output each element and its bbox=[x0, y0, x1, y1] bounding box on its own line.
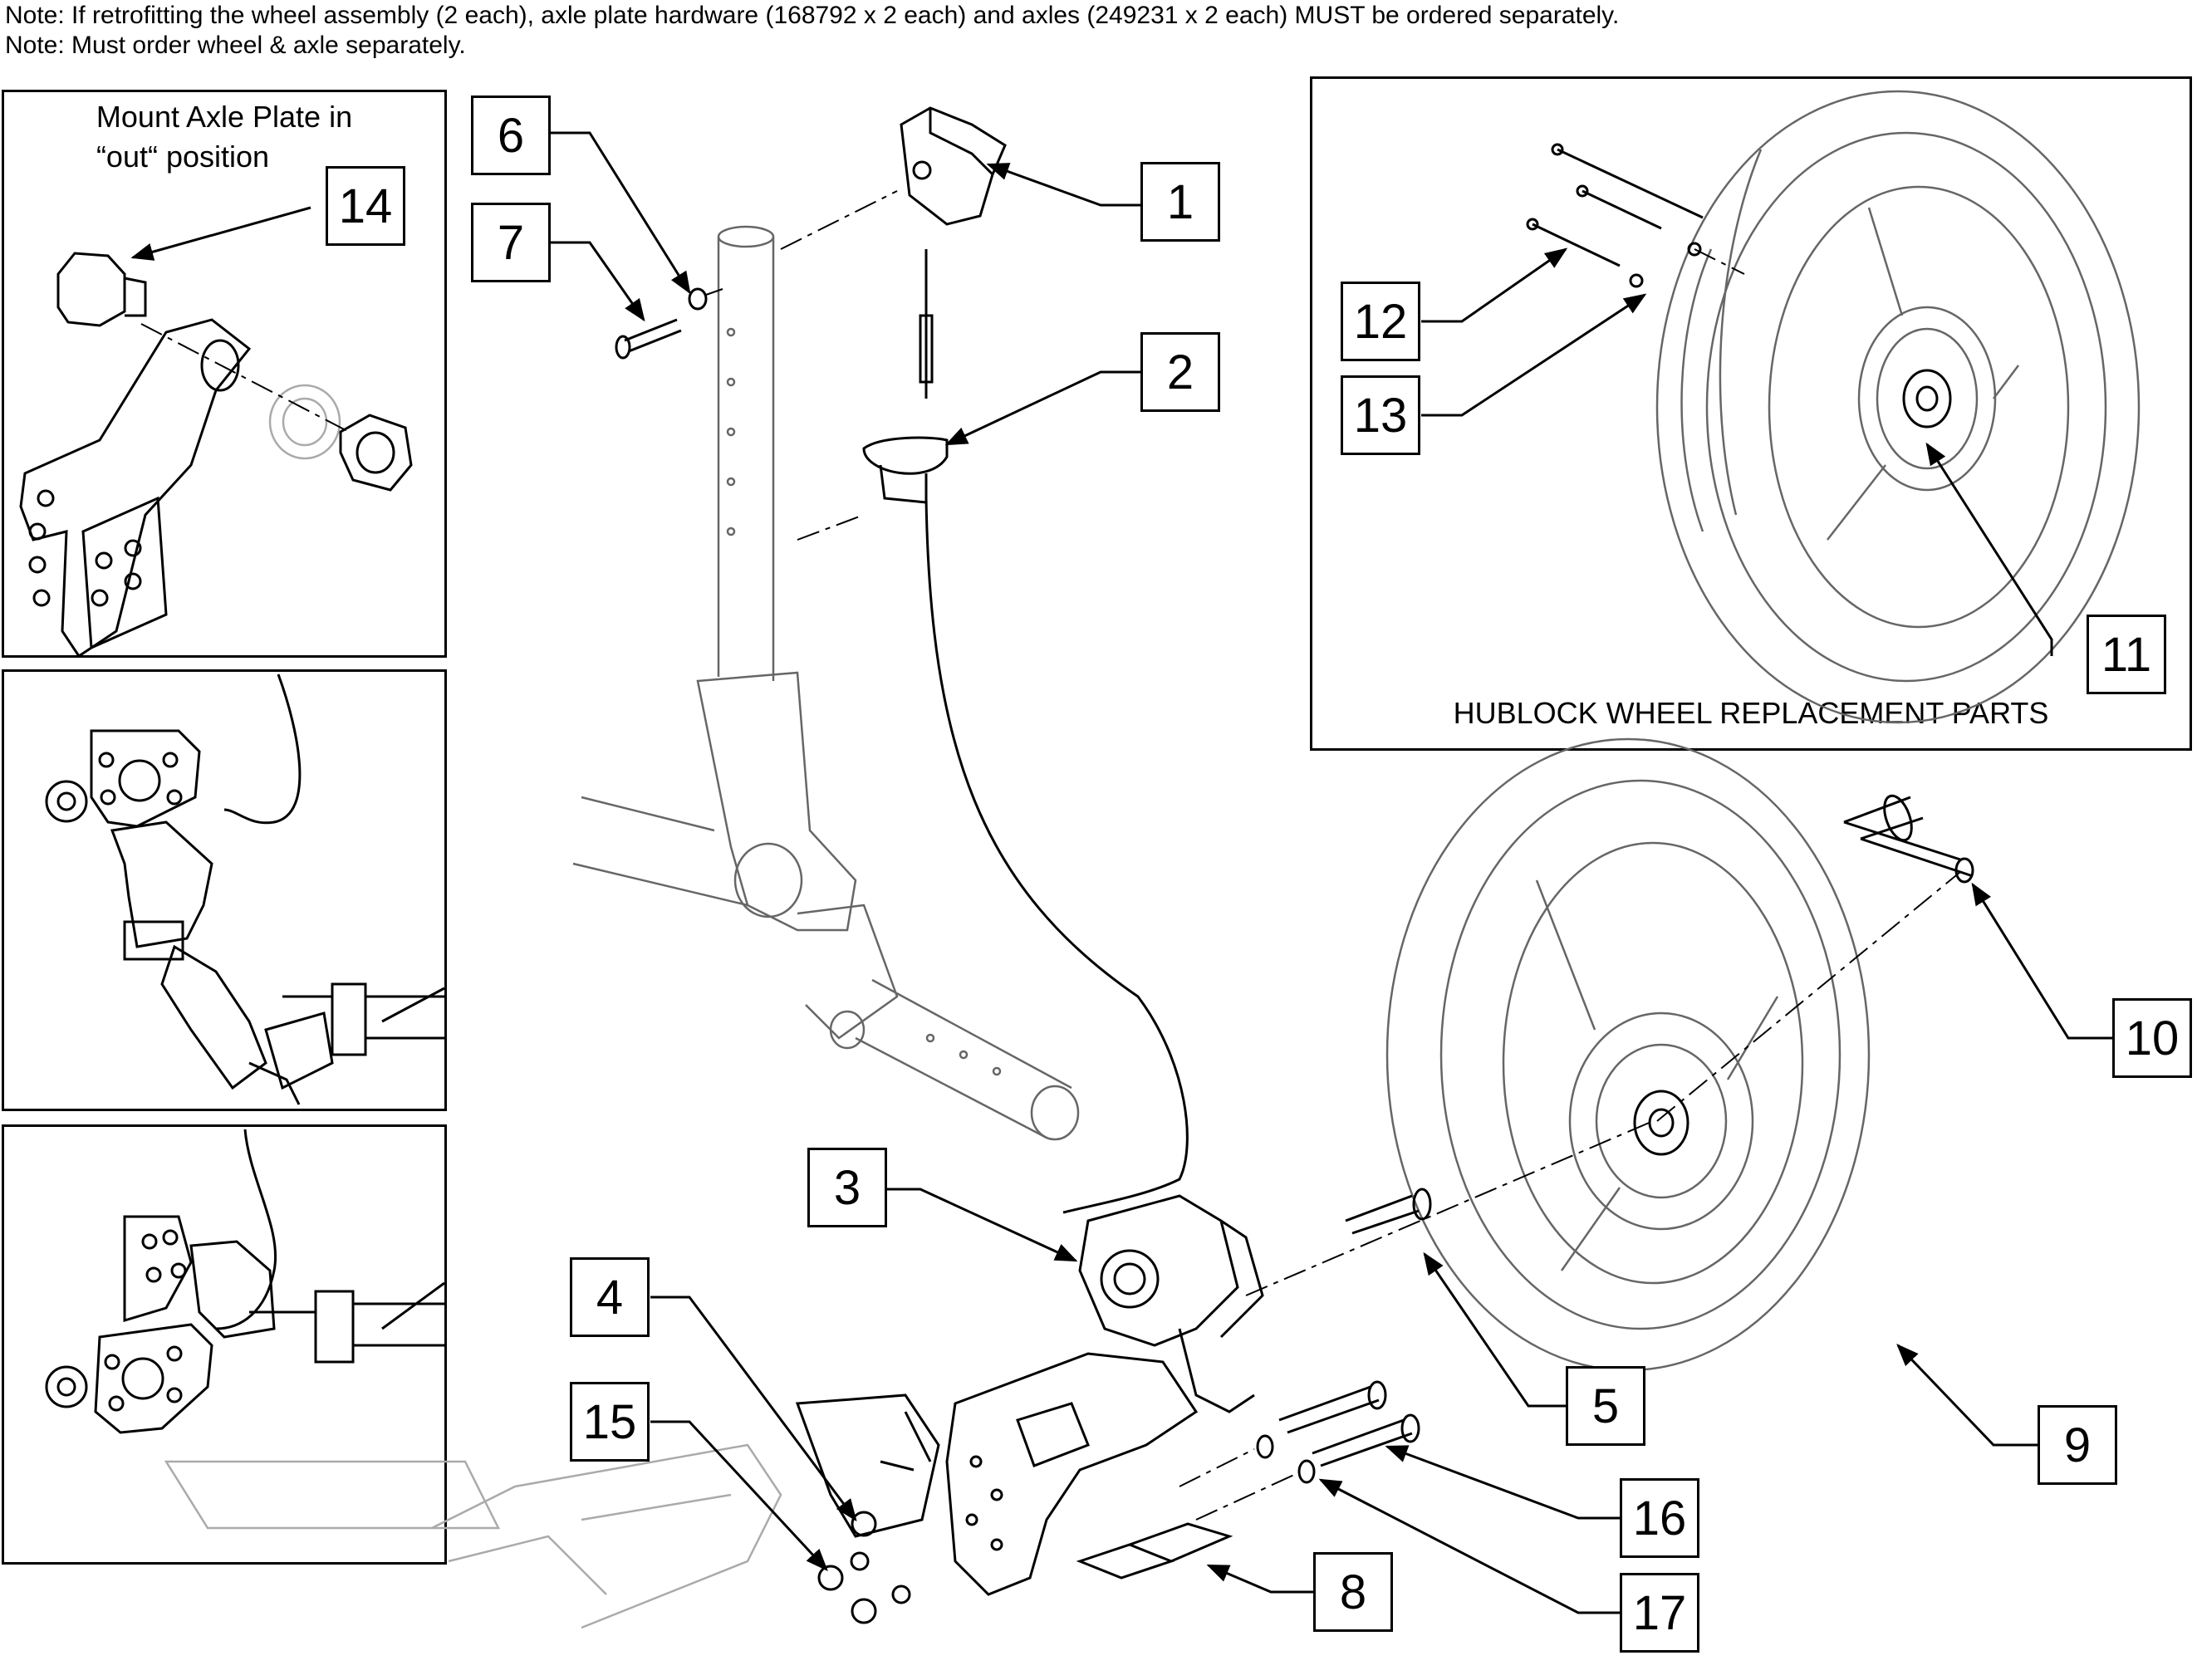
callout-7: 7 bbox=[471, 203, 551, 282]
part8-spacer-clips-drawing bbox=[1076, 1522, 1233, 1580]
retrofit-note: Note: If retrofitting the wheel assembly… bbox=[5, 2, 1620, 29]
order-note: Note: Must order wheel & axle separately… bbox=[5, 32, 466, 59]
callout-17: 17 bbox=[1620, 1573, 1699, 1653]
part1-lever-drawing bbox=[780, 106, 1007, 250]
callout-13: 13 bbox=[1341, 375, 1420, 455]
callout-14: 14 bbox=[326, 166, 405, 246]
part2-cable-drawing bbox=[797, 249, 1189, 1214]
part10-axle-drawing bbox=[1656, 794, 1974, 1122]
part7-bolt-drawing bbox=[615, 318, 682, 360]
part3-hublock-housing-drawing bbox=[1078, 1194, 1264, 1413]
replacement-bolts-drawing bbox=[1526, 143, 1745, 288]
callout-2: 2 bbox=[1140, 332, 1220, 412]
part6-washer-drawing bbox=[688, 287, 723, 311]
part4-axle-plate-drawing bbox=[795, 1352, 1199, 1596]
inset-hublock-bottom-drawing bbox=[45, 1129, 445, 1434]
callout-3: 3 bbox=[807, 1148, 887, 1227]
hublock-replacement-parts-panel bbox=[1310, 76, 2192, 751]
inset-axle-plate-drawing bbox=[19, 252, 413, 659]
part17-washers-drawing bbox=[1179, 1434, 1316, 1521]
inset-hublock-top-drawing bbox=[45, 673, 445, 1105]
part5-screw-drawing bbox=[1345, 1188, 1432, 1235]
callout-15: 15 bbox=[570, 1382, 650, 1462]
hublock-panel-caption: HUBLOCK WHEEL REPLACEMENT PARTS bbox=[1453, 696, 2049, 730]
callout-16: 16 bbox=[1620, 1478, 1699, 1558]
lower-frame-drawing bbox=[164, 1443, 782, 1629]
part16-bolts-drawing bbox=[1278, 1380, 1420, 1467]
leader-lines bbox=[130, 131, 2112, 1614]
axle-plate-caption-line2: “out“ position bbox=[96, 140, 270, 174]
callout-12: 12 bbox=[1341, 282, 1420, 361]
replacement-wheel-drawing bbox=[1655, 90, 2141, 724]
callout-6: 6 bbox=[471, 96, 551, 175]
part15-nuts-drawing bbox=[817, 1511, 911, 1624]
callout-5: 5 bbox=[1566, 1366, 1645, 1446]
frame-upright-drawing bbox=[572, 225, 1080, 1141]
callout-9: 9 bbox=[2038, 1405, 2117, 1485]
callout-11: 11 bbox=[2087, 615, 2166, 694]
main-wheel-drawing bbox=[1245, 737, 1871, 1372]
callout-8: 8 bbox=[1313, 1552, 1393, 1632]
callout-10: 10 bbox=[2112, 998, 2192, 1078]
axle-plate-caption-line1: Mount Axle Plate in bbox=[96, 100, 353, 134]
callout-1: 1 bbox=[1140, 162, 1220, 242]
callout-4: 4 bbox=[570, 1257, 650, 1337]
